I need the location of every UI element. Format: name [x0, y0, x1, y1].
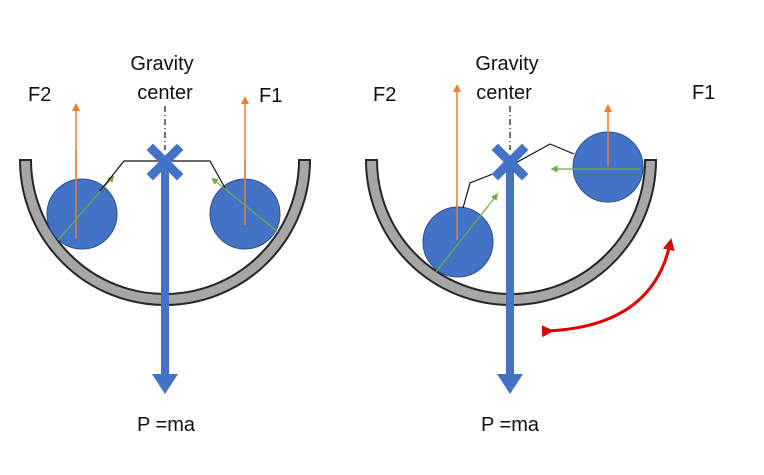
right-gravity-label-line1: Gravity	[475, 53, 538, 75]
right-rotation-arrow-icon	[541, 238, 675, 338]
left-ball-2	[46, 178, 118, 250]
right-ball-2	[422, 206, 494, 278]
left-weight-label: P =ma	[137, 414, 196, 436]
right-gravity-marker-icon	[491, 143, 529, 181]
right-weight-arrowhead	[497, 374, 523, 394]
left-weight-arrowhead	[152, 374, 178, 394]
left-f1-label: F1	[259, 85, 282, 107]
right-f1-label: F1	[692, 82, 715, 104]
right-f2-label: F2	[373, 84, 396, 106]
left-f2-label: F2	[28, 84, 51, 106]
right-reaction-arrow-2	[435, 193, 499, 273]
left-bowl	[18, 159, 312, 306]
right-gravity-label-line2: center	[476, 82, 532, 104]
left-gravity-label-line2: center	[137, 82, 193, 104]
left-reaction-arrow-2	[57, 175, 115, 241]
left-diagram: Gravity center F2 F1 P =ma	[18, 53, 312, 436]
left-gravity-label-line1: Gravity	[130, 53, 193, 75]
right-bowl	[364, 159, 658, 306]
left-reaction-arrow-1	[211, 177, 279, 233]
right-diagram: Gravity center F2 F1 P =ma	[364, 53, 715, 436]
left-gravity-marker-icon	[146, 143, 184, 181]
right-weight-label: P =ma	[481, 414, 540, 436]
